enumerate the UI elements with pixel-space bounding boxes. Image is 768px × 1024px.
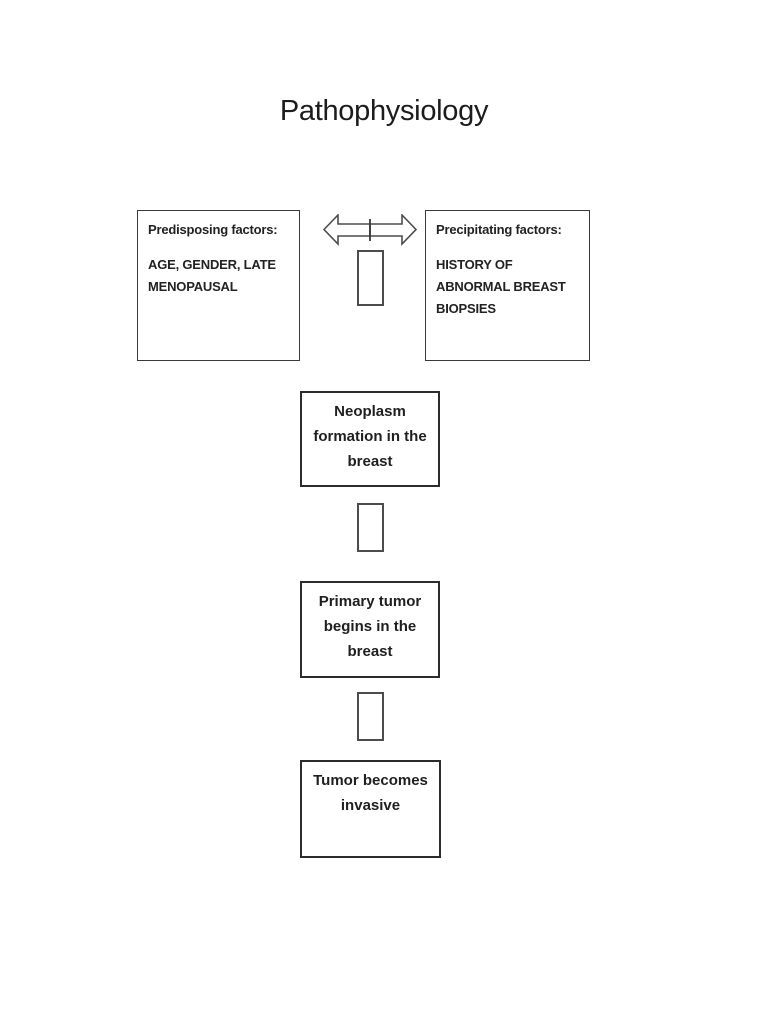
process-line: formation in the [313,428,427,445]
process-line: breast [347,453,393,470]
process-line: invasive [340,797,401,814]
process-line: Primary tumor [318,593,422,610]
page-title: Pathophysiology [279,95,489,127]
down-connector-rect [357,250,384,306]
precipitating-factors-box: Precipitating factors: HISTORY OF ABNORM… [425,210,590,361]
down-connector-rect [357,692,384,741]
precipitating-line: BIOPSIES [436,301,496,316]
predisposing-line: MENOPAUSAL [148,279,238,294]
primary-tumor-box: Primary tumor begins in the breast [300,581,440,678]
down-connector-rect [357,503,384,552]
predisposing-heading: Predisposing factors: [148,222,278,237]
precipitating-heading: Precipitating factors: [436,222,562,237]
predisposing-factors-box: Predisposing factors: AGE, GENDER, LATE … [137,210,300,361]
left-right-arrow-icon [323,214,417,246]
tumor-invasive-box: Tumor becomes invasive [300,760,441,858]
process-line: begins in the [323,618,417,635]
precipitating-line: ABNORMAL BREAST [436,279,566,294]
neoplasm-formation-box: Neoplasm formation in the breast [300,391,440,487]
process-line: breast [347,643,393,660]
precipitating-line: HISTORY OF [436,257,513,272]
process-line: Tumor becomes [313,772,428,789]
process-line: Neoplasm [334,403,406,420]
predisposing-line: AGE, GENDER, LATE [148,257,276,272]
